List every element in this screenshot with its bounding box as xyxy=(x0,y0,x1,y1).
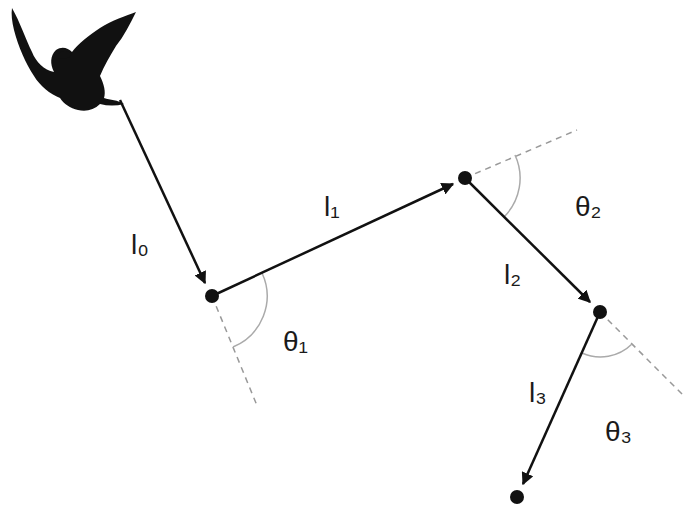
segment-length: l₃ xyxy=(529,379,547,407)
segment-length: l₀ xyxy=(131,231,149,259)
extension-lines xyxy=(212,130,684,408)
step-arrows xyxy=(120,100,600,484)
owl-silhouette xyxy=(12,8,136,111)
turn-angle: θ₂ xyxy=(575,193,601,221)
segment-length: l₂ xyxy=(504,261,521,289)
turn-angle: θ₁ xyxy=(283,328,308,356)
angle-arcs xyxy=(233,155,632,357)
segment-length: l₁ xyxy=(324,193,340,221)
position-dots xyxy=(205,171,607,504)
turn-angle: θ₃ xyxy=(605,418,632,446)
